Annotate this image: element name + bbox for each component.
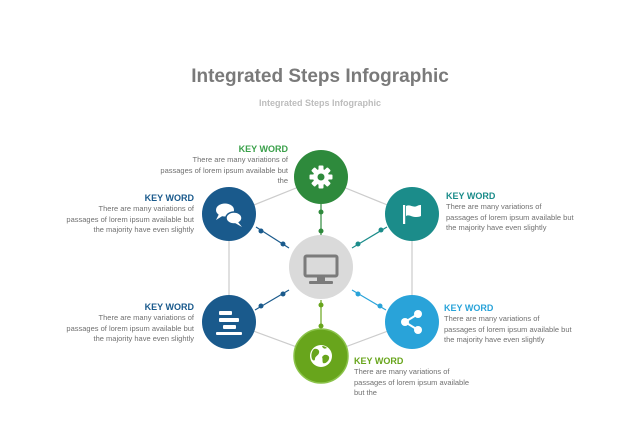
step-node-top (294, 150, 348, 204)
connector-bottom-left (254, 289, 290, 311)
step-node-bottom-left (202, 295, 256, 349)
connector-top-left (255, 226, 290, 249)
page-title: Integrated Steps Infographic (191, 66, 449, 87)
step-keyword: KEY WORD (354, 356, 404, 366)
step-keyword: KEY WORD (238, 144, 288, 154)
share-icon (401, 310, 422, 334)
connector-bottom-right (351, 289, 387, 311)
step-text: There are many variations of passages of… (444, 314, 572, 344)
gear-icon (309, 165, 333, 189)
connector-bottom (318, 300, 324, 332)
globe-icon (310, 345, 332, 367)
step-keyword: KEY WORD (144, 193, 194, 203)
step-node-bottom (293, 328, 349, 384)
chat-icon (216, 203, 243, 227)
list-icon (216, 311, 242, 335)
step-block-top-right: KEY WORD There are many variations of pa… (446, 191, 574, 234)
step-block-top-left: KEY WORD There are many variations of pa… (66, 193, 194, 236)
step-keyword: KEY WORD (446, 191, 496, 201)
step-keyword: KEY WORD (144, 302, 194, 312)
step-block-bottom: KEY WORD There are many variations of pa… (354, 356, 478, 399)
step-text: There are many variations of passages of… (66, 204, 194, 234)
connector-top-right (351, 226, 388, 249)
center-node (289, 235, 353, 299)
flag-icon (403, 205, 421, 224)
step-text: There are many variations of passages of… (446, 202, 574, 232)
step-circle-bottom-right (385, 295, 439, 349)
connector-top (318, 204, 324, 238)
step-text: There are many variations of passages of… (66, 313, 194, 343)
step-node-top-right (385, 187, 439, 241)
step-text: There are many variations of passages of… (160, 155, 288, 185)
step-block-bottom-left: KEY WORD There are many variations of pa… (66, 302, 194, 345)
step-keyword: KEY WORD (444, 303, 494, 313)
step-node-top-left (202, 187, 256, 241)
monitor-icon (303, 254, 339, 284)
page-subtitle: Integrated Steps Infographic (258, 98, 381, 108)
step-text: There are many variations of passages of… (354, 367, 470, 397)
step-node-bottom-right (385, 295, 439, 349)
step-block-top: KEY WORD There are many variations of pa… (160, 144, 288, 187)
step-block-bottom-right: KEY WORD There are many variations of pa… (444, 303, 572, 346)
